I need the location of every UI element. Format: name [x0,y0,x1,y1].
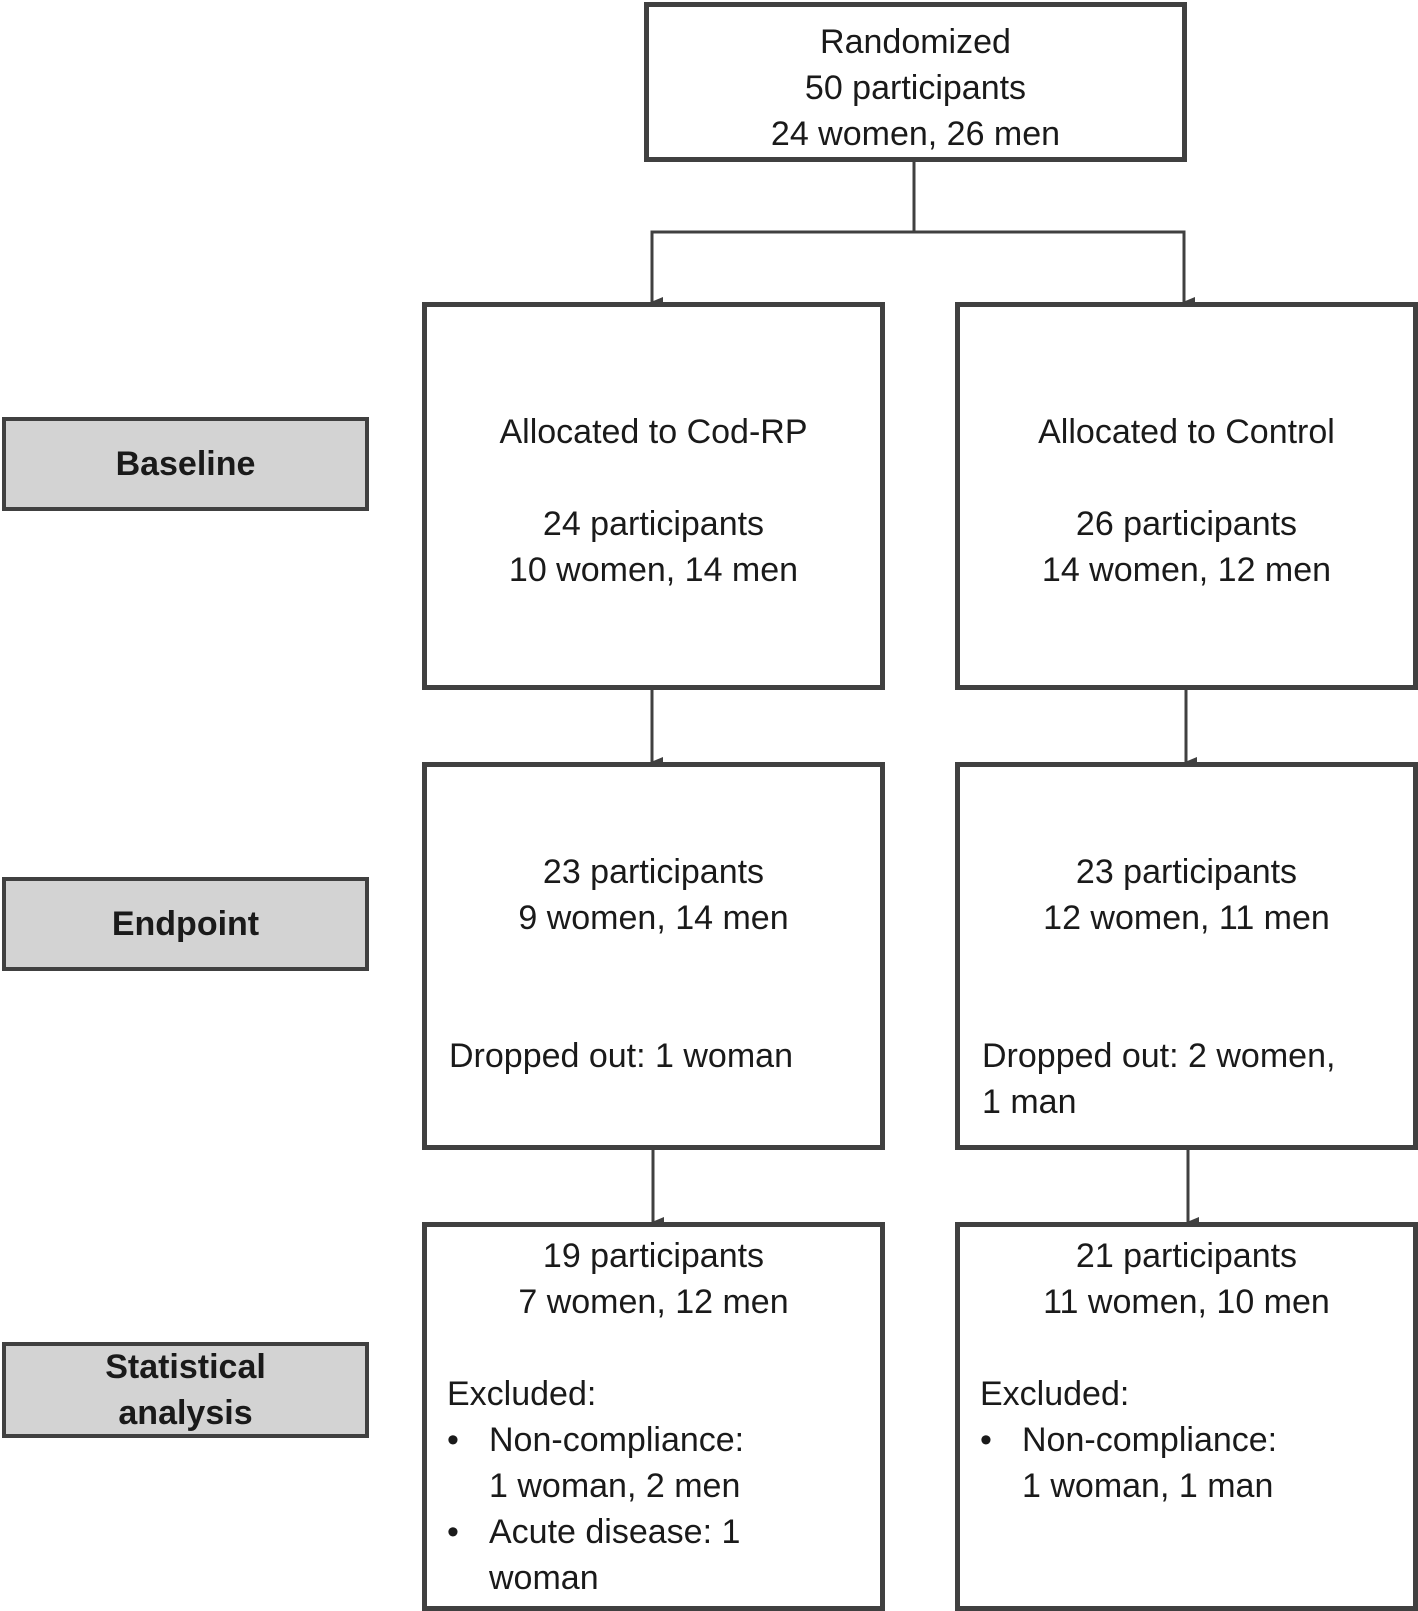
codrp-analysis-participants: 19 participants [542,1237,765,1275]
spacer [960,455,1413,501]
codrp-endpoint-sex: 9 women, 14 men [518,899,789,937]
randomized-title: Randomized [820,23,1011,61]
codrp-baseline-sex: 10 women, 14 men [508,551,799,589]
codrp-analysis-box: 19 participants 7 women, 12 men Excluded… [422,1222,885,1611]
control-excluded-item-1-line1: Non-compliance: [1022,1421,1278,1459]
control-baseline-participants: 26 participants [1075,505,1298,543]
spacer [960,941,1413,987]
codrp-excluded-item-1-line2: 1 woman, 2 men [489,1467,741,1505]
stage-baseline-text: Baseline [115,445,256,483]
control-baseline-title: Allocated to Control [1038,413,1335,451]
codrp-excluded-item-2-line1: Acute disease: 1 [489,1513,741,1551]
codrp-baseline-title: Allocated to Cod-RP [499,413,808,451]
codrp-analysis-sex: 7 women, 12 men [518,1283,789,1321]
connector-split [650,230,1186,303]
stage-label-baseline: Baseline [2,417,369,511]
control-endpoint-box: 23 participants 12 women, 11 men Dropped… [955,762,1418,1150]
control-baseline-sex: 14 women, 12 men [1041,551,1332,589]
spacer [427,987,880,1033]
codrp-endpoint-box: 23 participants 9 women, 14 men Dropped … [422,762,885,1150]
control-analysis-participants: 21 participants [1075,1237,1298,1275]
spacer [427,455,880,501]
control-excluded-list: • Non-compliance: 1 woman, 1 man [960,1417,1413,1509]
randomized-sex: 24 women, 26 men [770,115,1061,153]
stage-label-analysis: Statistical analysis [2,1342,369,1438]
control-analysis-excluded: Excluded: [980,1375,1130,1413]
codrp-excluded-item-2-line2: woman [489,1559,599,1597]
control-baseline-box: Allocated to Control 26 participants 14 … [955,302,1418,690]
bullet-icon: • [447,1421,459,1459]
control-endpoint-dropped-1: Dropped out: 2 women, [982,1037,1336,1075]
spacer [427,1325,880,1371]
list-item: • Non-compliance: 1 woman, 1 man [980,1417,1413,1509]
bullet-icon: • [447,1513,459,1551]
codrp-excluded-list: • Non-compliance: 1 woman, 2 men • Acute… [427,1417,880,1601]
control-excluded-item-1-line2: 1 woman, 1 man [1022,1467,1274,1505]
control-endpoint-dropped-2: 1 man [982,1083,1077,1121]
randomized-box: Randomized 50 participants 24 women, 26 … [644,2,1187,162]
stage-analysis-text-2: analysis [118,1394,253,1432]
control-analysis-box: 21 participants 11 women, 10 men Exclude… [955,1222,1418,1611]
control-endpoint-participants: 23 participants [1075,853,1298,891]
stage-endpoint-text: Endpoint [111,905,260,943]
spacer [960,987,1413,1033]
spacer [427,941,880,987]
spacer [960,1325,1413,1371]
list-item: • Acute disease: 1 woman [447,1509,880,1601]
stage-analysis-text-1: Statistical [105,1348,266,1386]
randomized-participants: 50 participants [804,69,1027,107]
codrp-analysis-excluded: Excluded: [447,1375,597,1413]
codrp-baseline-participants: 24 participants [542,505,765,543]
codrp-endpoint-dropped: Dropped out: 1 woman [449,1037,793,1075]
codrp-endpoint-participants: 23 participants [542,853,765,891]
codrp-baseline-box: Allocated to Cod-RP 24 participants 10 w… [422,302,885,690]
bullet-icon: • [980,1421,992,1459]
control-endpoint-sex: 12 women, 11 men [1043,899,1330,937]
list-item: • Non-compliance: 1 woman, 2 men [447,1417,880,1509]
stage-label-endpoint: Endpoint [2,877,369,971]
codrp-excluded-item-1-line1: Non-compliance: [489,1421,745,1459]
control-analysis-sex: 11 women, 10 men [1043,1283,1330,1321]
